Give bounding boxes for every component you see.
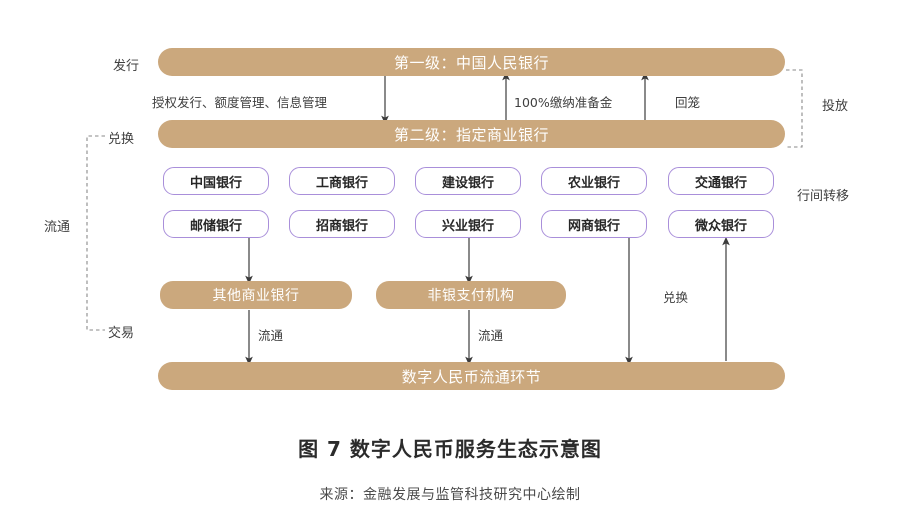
side-label-circulation: 流通 <box>44 220 71 235</box>
tier1-label: 第一级：中国人民银行 <box>393 53 549 72</box>
bank-pill-ccb[interactable]: 建设银行 <box>415 167 521 195</box>
tier2-bar: 第二级：指定商业银行 <box>158 120 785 148</box>
bank-label: 交通银行 <box>694 175 747 191</box>
figure-caption: 图 7 数字人民币服务生态示意图 <box>298 437 602 461</box>
bank-label: 农业银行 <box>567 175 620 191</box>
side-label-issue: 发行 <box>113 59 140 74</box>
bank-label: 邮储银行 <box>189 218 242 234</box>
non-bank-payment-box: 非银支付机构 <box>376 281 566 309</box>
tier1-bar: 第一级：中国人民银行 <box>158 48 785 76</box>
bank-label: 兴业银行 <box>441 218 494 234</box>
bank-label: 工商银行 <box>315 175 368 191</box>
right-label-interbank-transfer: 行间转移 <box>797 189 850 204</box>
figure-source: 来源：金融发展与监管科技研究中心绘制 <box>319 487 581 503</box>
circulation-link-bar: 数字人民币流通环节 <box>158 362 785 390</box>
bank-pill-webank[interactable]: 微众银行 <box>668 210 774 238</box>
bank-label: 招商银行 <box>315 218 368 234</box>
bank-pill-cib[interactable]: 兴业银行 <box>415 210 521 238</box>
bank-pill-cmb[interactable]: 招商银行 <box>289 210 395 238</box>
other-commercial-banks-box: 其他商业银行 <box>160 281 352 309</box>
flow-label-circulate-right: 流通 <box>478 328 504 343</box>
bank-pill-boc[interactable]: 中国银行 <box>163 167 269 195</box>
entity-label: 其他商业银行 <box>212 288 300 304</box>
bank-pill-icbc[interactable]: 工商银行 <box>289 167 395 195</box>
bank-label: 网商银行 <box>567 218 620 234</box>
side-label-transaction: 交易 <box>108 326 135 341</box>
bank-pill-psbc[interactable]: 邮储银行 <box>163 210 269 238</box>
right-label-distribute: 投放 <box>822 99 849 114</box>
side-label-exchange: 兑换 <box>108 132 135 147</box>
entity-label: 数字人民币流通环节 <box>401 367 542 386</box>
bank-pill-bocom[interactable]: 交通银行 <box>668 167 774 195</box>
bank-label: 建设银行 <box>441 175 494 191</box>
bank-pill-abc[interactable]: 农业银行 <box>541 167 647 195</box>
entity-label: 非银支付机构 <box>427 288 515 304</box>
flow-label-authorize: 授权发行、额度管理、信息管理 <box>152 95 328 110</box>
bank-pill-mybank[interactable]: 网商银行 <box>541 210 647 238</box>
flow-label-withdraw: 回笼 <box>675 95 701 110</box>
flow-label-exchange-right: 兑换 <box>663 290 689 305</box>
flow-label-circulate-left: 流通 <box>258 328 284 343</box>
bank-label: 中国银行 <box>189 175 242 191</box>
bank-label: 微众银行 <box>694 218 747 234</box>
tier2-label: 第二级：指定商业银行 <box>393 125 549 144</box>
flow-label-reserve: 100%缴纳准备金 <box>514 95 613 110</box>
